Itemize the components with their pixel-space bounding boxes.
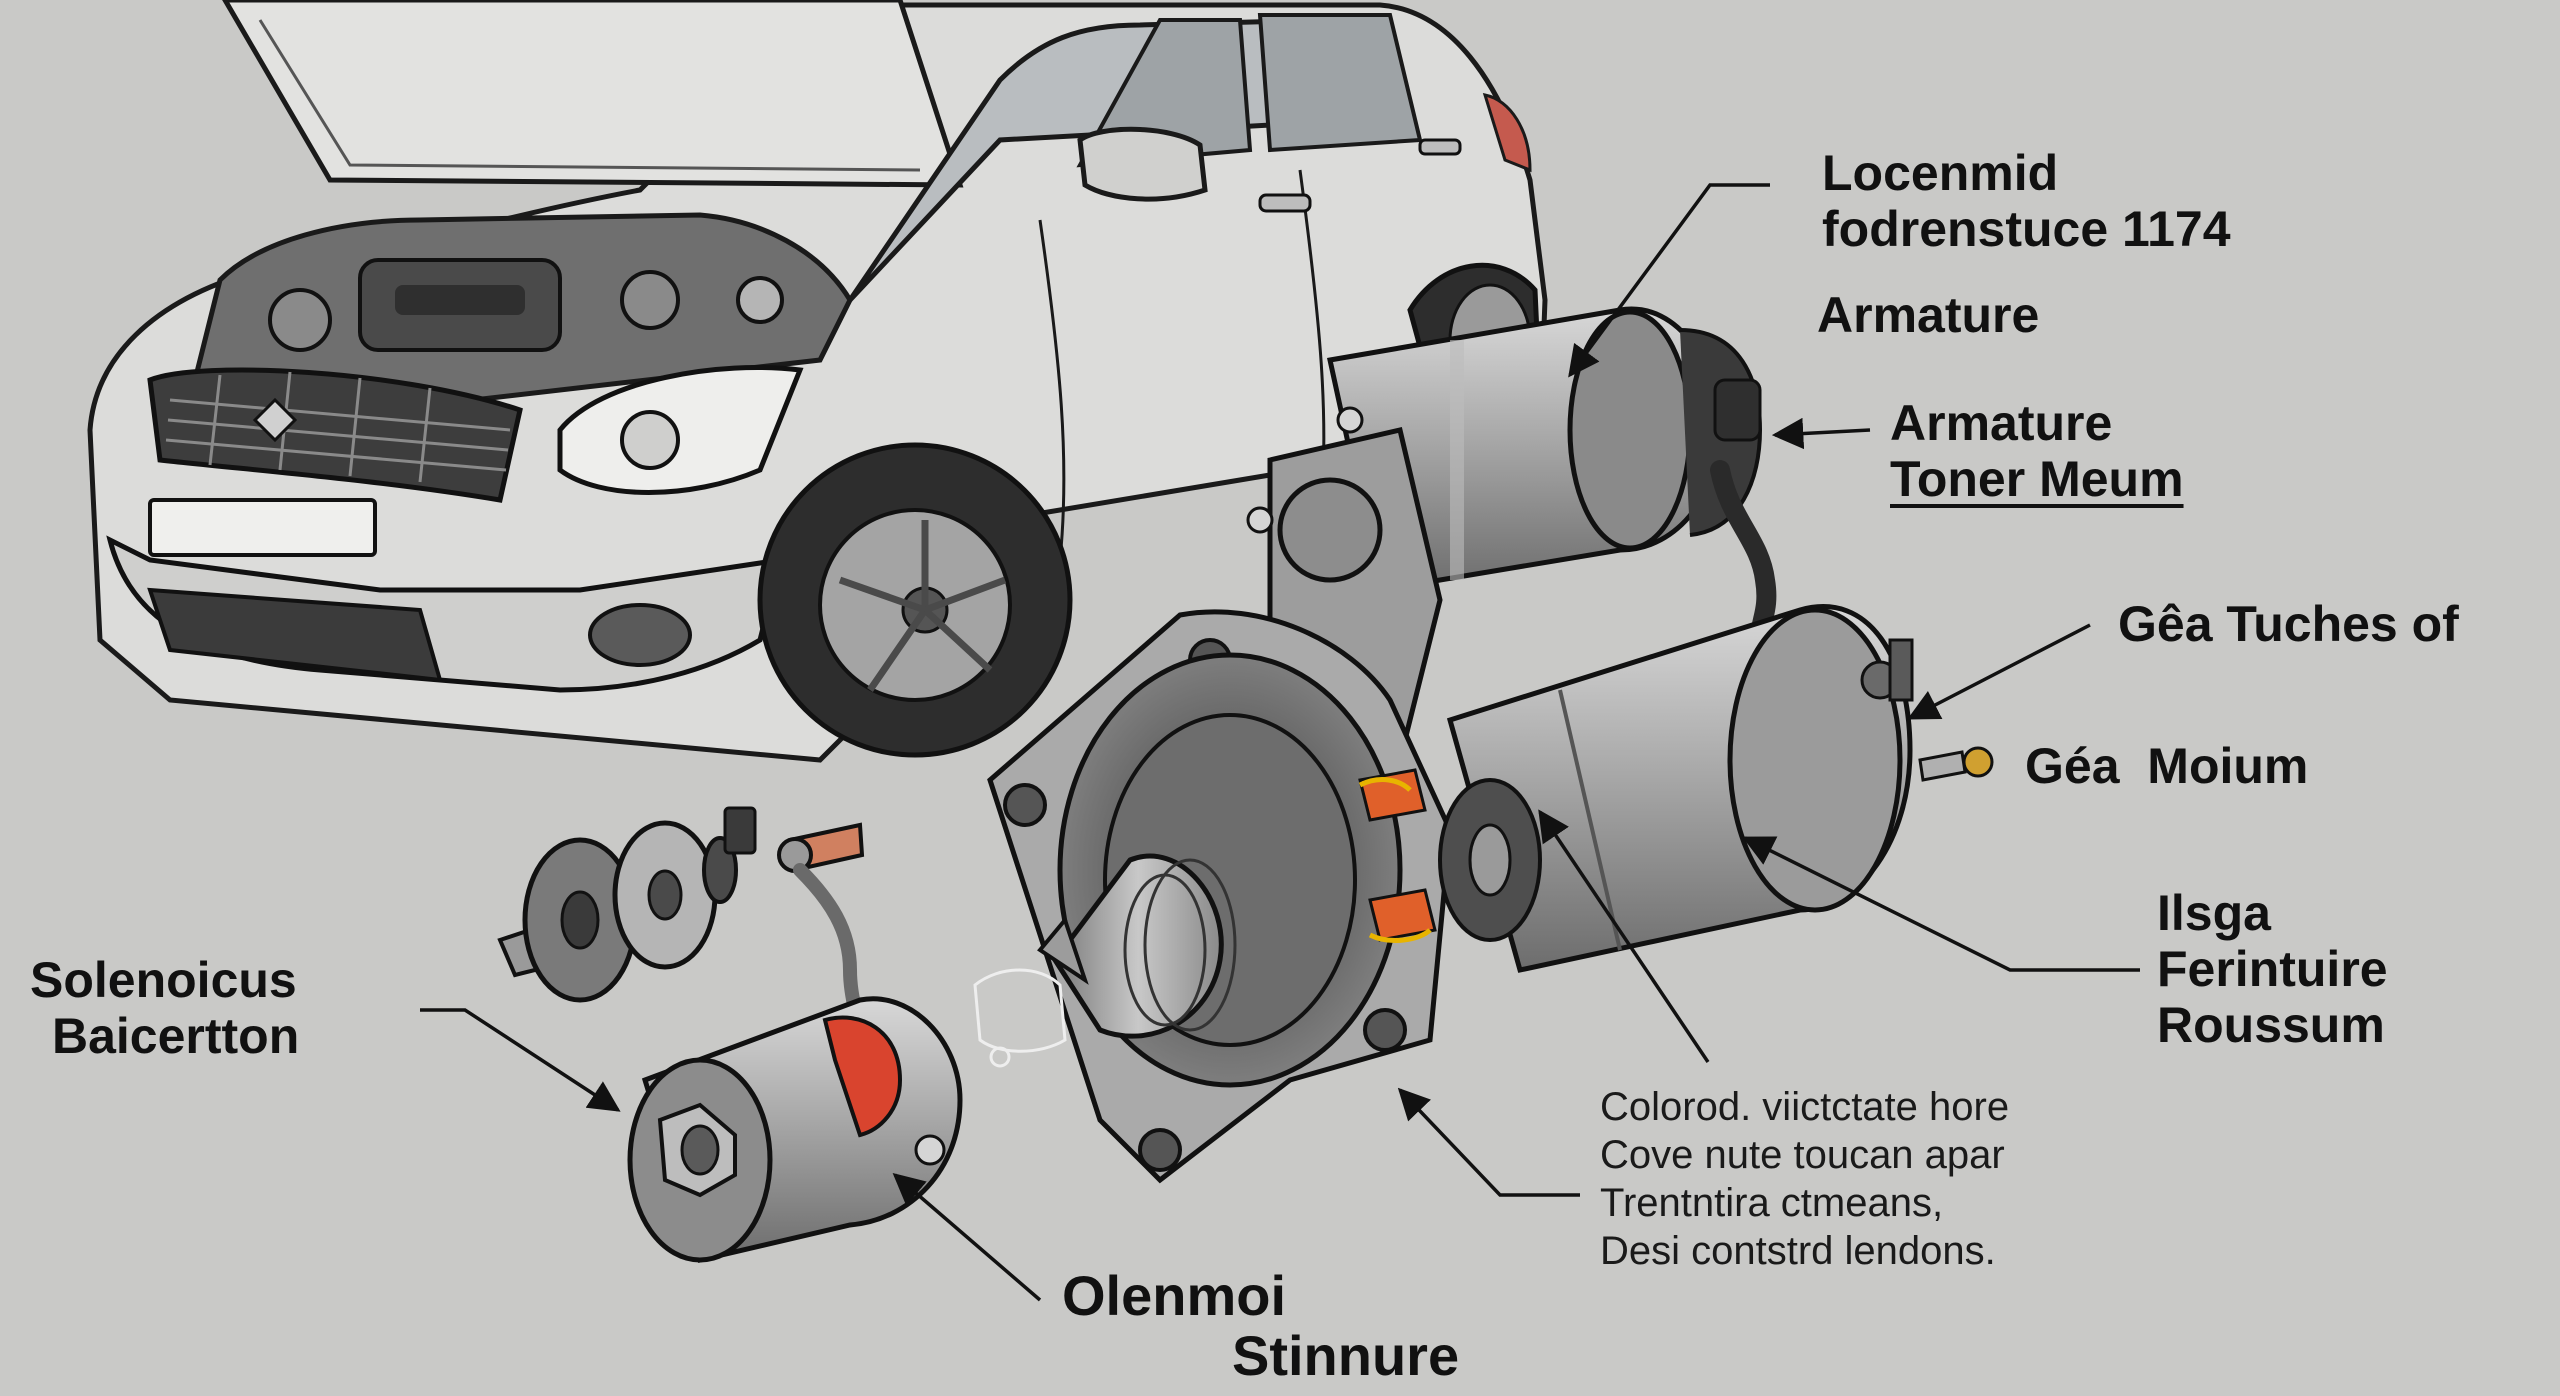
leader-solenoicus (420, 1008, 621, 1112)
note-line2: Cove nute toucan apar (1600, 1133, 2005, 1177)
label-solenoicus-line1: Solenoicus (30, 952, 297, 1008)
note-line3: Trentntira ctmeans, (1600, 1181, 1944, 1225)
brand-emblem-icon (252, 397, 298, 443)
label-armature-text: Armature (1817, 287, 2040, 343)
label-gea-moium-text: Géa Moium (2025, 738, 2309, 794)
label-top-right-line2: fodrenstuce 1174 (1822, 201, 2231, 257)
description-note: Colorod. viictctate hore Cove nute touca… (1600, 1083, 2009, 1275)
label-olenmoi-line1: Olenmoi (1062, 1264, 1287, 1327)
leader-note-flange (1397, 1087, 1580, 1197)
car-front-wheel (757, 442, 1073, 758)
label-gea-tuches-text: Gêa Tuches of (2118, 596, 2459, 652)
label-gea-tuches: Gêa Tuches of (2118, 596, 2459, 652)
label-ilsga-line3: Roussum (2157, 997, 2385, 1053)
note-line1: Colorod. viictctate hore (1600, 1085, 2010, 1129)
license-plate (148, 498, 377, 557)
pinion-drive (1037, 853, 1237, 1039)
car-headlight (557, 365, 804, 495)
label-solenoicus: Solenoicus Baicertton (30, 952, 299, 1064)
label-top-right-line1: Locenmid (1822, 145, 2059, 201)
label-ilsga: Ilsga Ferintuire Roussum (2157, 885, 2388, 1053)
brush-upper (1358, 768, 1427, 822)
leader-gea-tuches (1907, 623, 2091, 720)
label-top-right: Locenmid fodrenstuce 1174 (1822, 145, 2231, 257)
leader-note-brush (1538, 809, 1710, 1063)
solenoid-housing (1327, 306, 1763, 593)
label-ilsga-line1: Ilsga (2157, 885, 2271, 941)
motor-body (1446, 604, 1914, 973)
car-hood (222, 0, 964, 188)
label-olenmoi-line2: Stinnure (1232, 1324, 1460, 1387)
note-line4: Desi contstrd lendons. (1600, 1229, 1996, 1273)
label-armature: Armature (1817, 287, 2039, 343)
label-solenoicus-line2: Baicertton (52, 1008, 300, 1064)
leader-ilsga (1742, 836, 2140, 972)
label-olenmoi: Olenmoi Stinnure (1062, 1266, 1459, 1386)
leader-top-right (1568, 183, 1770, 378)
starter-motor (987, 306, 1914, 1184)
small-screw-icon (1918, 746, 1994, 782)
small-solenoid (627, 996, 963, 1263)
exploded-small-parts (497, 806, 1067, 1263)
label-armature-toner-line1: Armature (1890, 395, 2113, 451)
label-armature-toner-line2: Toner Meum (1890, 451, 2184, 507)
label-armature-toner: Armature Toner Meum (1890, 395, 2184, 507)
mounting-flange (987, 609, 1453, 1184)
label-gea-moium: Géa Moium (2025, 738, 2308, 794)
brush-lower (1368, 888, 1437, 942)
leader-olenmoi (892, 1172, 1042, 1302)
leader-armature-toner (1771, 417, 1871, 450)
label-ilsga-line2: Ferintuire (2157, 941, 2388, 997)
